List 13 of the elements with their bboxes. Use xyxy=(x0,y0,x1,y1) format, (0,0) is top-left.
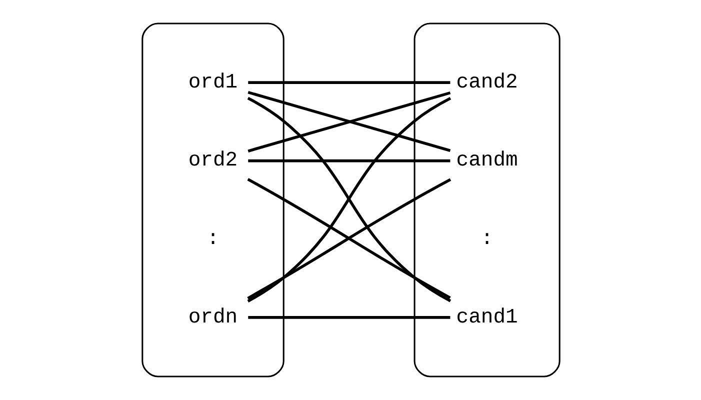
cluster xyxy=(141,22,284,378)
node-text: candm xyxy=(456,150,518,173)
label: : xyxy=(206,228,219,252)
connector xyxy=(248,81,450,84)
cluster xyxy=(413,22,560,378)
connector xyxy=(248,316,450,319)
node-text: cand2 xyxy=(456,71,518,94)
node-text: ord2 xyxy=(188,150,238,173)
node-text: ord1 xyxy=(188,71,238,94)
connector xyxy=(248,159,450,162)
node-text: ordn xyxy=(188,306,238,330)
node-text: cand1 xyxy=(456,306,518,330)
label: : xyxy=(480,228,493,252)
